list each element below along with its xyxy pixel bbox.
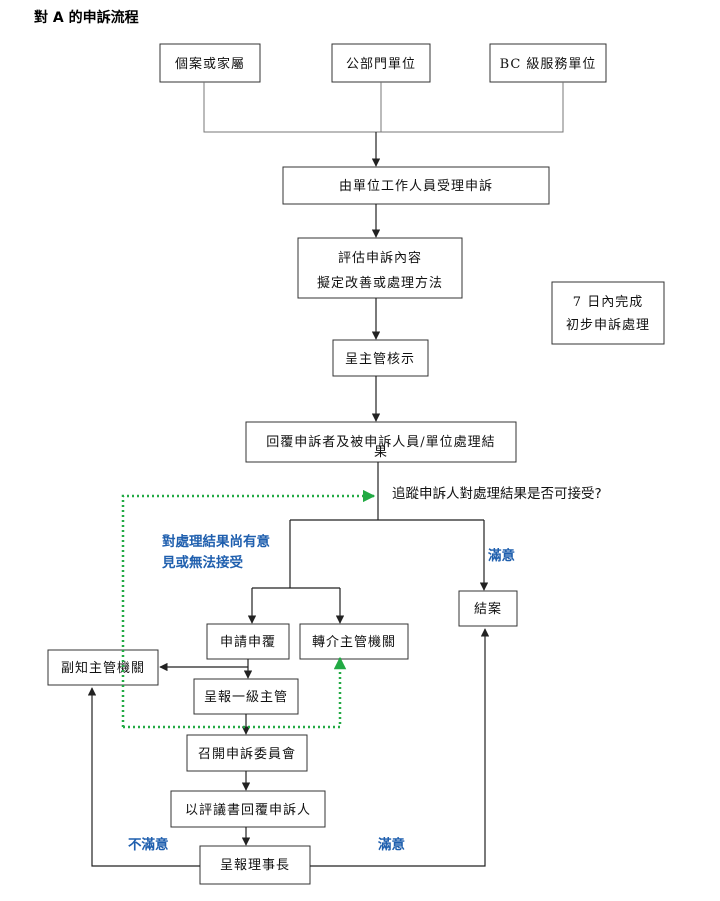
label-not-satisfied: 不滿意 — [128, 836, 169, 853]
dotted-loop-bottom — [123, 656, 347, 729]
label-satisfied-bottom: 滿意 — [378, 836, 405, 853]
merge-connector — [203, 82, 564, 133]
arrow-chairman-to-notify — [87, 687, 200, 867]
svg-text:初步申訴處理: 初步申訴處理 — [566, 317, 650, 333]
svg-text:呈主管核示: 呈主管核示 — [345, 352, 415, 367]
node-reply: 回覆申訴者及被申訴人員/單位處理結 果 — [245, 421, 517, 463]
node-convene-committee: 召開申訴委員會 — [186, 734, 308, 772]
node-close-case: 結案 — [458, 590, 518, 627]
arrow-chairman-to-close — [310, 628, 490, 867]
svg-text:個案或家屬: 個案或家屬 — [175, 56, 245, 72]
svg-text:轉介主管機關: 轉介主管機關 — [312, 635, 396, 650]
dotted-loop-left — [121, 489, 376, 727]
svg-text:呈報一級主管: 呈報一級主管 — [204, 690, 288, 705]
svg-text:擬定改善或處理方法: 擬定改善或處理方法 — [317, 275, 443, 291]
svg-text:果: 果 — [374, 445, 388, 460]
svg-text:申請申覆: 申請申覆 — [220, 635, 276, 650]
svg-text:公部門單位: 公部門單位 — [346, 57, 416, 72]
node-report-first-level: 呈報一級主管 — [193, 678, 299, 715]
node-public-unit: 公部門單位 — [331, 43, 431, 83]
label-dissatisfied-line2: 見或無法接受 — [161, 554, 243, 571]
svg-text:副知主管機關: 副知主管機關 — [61, 660, 145, 676]
svg-text:BC 級服務單位: BC 級服務單位 — [500, 57, 597, 72]
svg-text:由單位工作人員受理申訴: 由單位工作人員受理申訴 — [339, 178, 493, 194]
node-receive: 由單位工作人員受理申訴 — [282, 166, 550, 205]
svg-text:呈報理事長: 呈報理事長 — [220, 858, 290, 873]
svg-text:7 日內完成: 7 日內完成 — [573, 295, 643, 310]
node-notify-authority: 副知主管機關 — [47, 649, 159, 686]
node-case-family: 個案或家屬 — [159, 43, 261, 83]
node-supervisor-approve: 呈主管核示 — [332, 339, 429, 377]
node-reply-review: 以評議書回覆申訴人 — [170, 790, 326, 828]
label-dissatisfied-line1: 對處理結果尚有意 — [162, 533, 270, 550]
node-report-chairman: 呈報理事長 — [199, 845, 311, 885]
node-bc-unit: BC 級服務單位 — [489, 43, 607, 83]
page-title: 對 A 的申訴流程 — [34, 9, 139, 26]
node-evaluate: 評估申訴內容 擬定改善或處理方法 — [297, 237, 463, 299]
svg-text:結案: 結案 — [474, 602, 502, 617]
label-satisfied-top: 滿意 — [488, 547, 515, 564]
node-appeal: 申請申覆 — [206, 623, 290, 660]
svg-text:召開申訴委員會: 召開申訴委員會 — [198, 746, 296, 762]
node-refer-authority: 轉介主管機關 — [299, 623, 409, 660]
svg-text:回覆申訴者及被申訴人員/單位處理結: 回覆申訴者及被申訴人員/單位處理結 — [266, 434, 495, 450]
svg-text:評估申訴內容: 評估申訴內容 — [338, 250, 422, 266]
label-follow-up-question: 追蹤申訴人對處理結果是否可接受? — [392, 485, 602, 502]
svg-text:以評議書回覆申訴人: 以評議書回覆申訴人 — [185, 802, 311, 818]
node-deadline-note: 7 日內完成 初步申訴處理 — [551, 281, 665, 345]
